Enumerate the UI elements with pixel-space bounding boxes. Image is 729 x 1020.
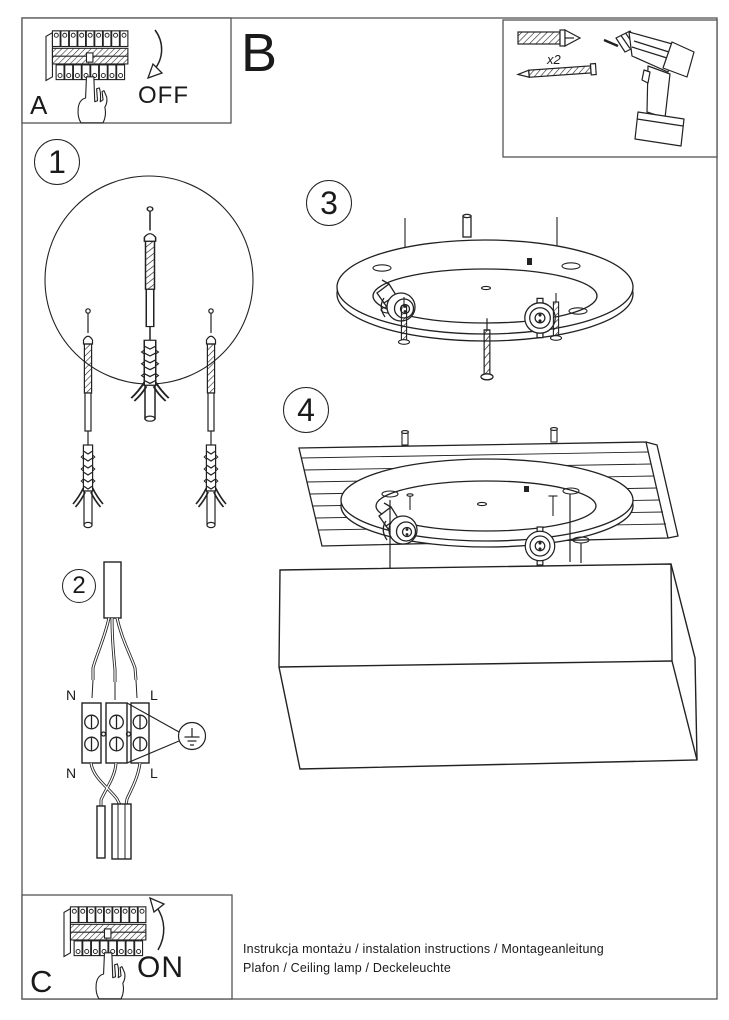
step1-number-badge: 1 bbox=[34, 139, 80, 185]
on-arrow-icon bbox=[148, 896, 166, 951]
panel-c-action-label: ON bbox=[137, 951, 184, 984]
terminal-l-bottom-label: L bbox=[150, 765, 158, 781]
panel-c-breaker-illustration bbox=[63, 896, 166, 1000]
terminal-l-top-label: L bbox=[150, 687, 158, 703]
step2-wiring-illustration bbox=[81, 561, 207, 860]
ground-symbol-icon bbox=[126, 702, 207, 764]
anchor-quantity-label: x2 bbox=[547, 52, 561, 67]
cable-wires bbox=[91, 617, 138, 700]
step2-number-badge: 2 bbox=[62, 569, 96, 603]
step4-number: 4 bbox=[297, 391, 315, 428]
step4-assembly-illustration bbox=[278, 427, 698, 770]
panel-a-action-label: OFF bbox=[138, 82, 189, 109]
main-border bbox=[21, 17, 718, 1000]
fastener-set-left bbox=[72, 307, 104, 529]
footer-line2: Plafon / Ceiling lamp / Deckeleuchte bbox=[243, 960, 451, 975]
footer-text: Instrukcja montażu / instalation instruc… bbox=[243, 940, 604, 977]
step2-number: 2 bbox=[72, 572, 86, 599]
power-cable bbox=[103, 561, 122, 619]
cordless-drill-icon bbox=[603, 30, 695, 147]
fastener-set-center bbox=[130, 205, 170, 423]
output-wires bbox=[89, 762, 142, 807]
step1-fasteners-illustration bbox=[44, 175, 254, 529]
parts-box-illustration bbox=[516, 29, 695, 147]
off-arrow-icon bbox=[146, 29, 164, 80]
panel-a-breaker-illustration bbox=[45, 29, 164, 124]
step3-number-badge: 3 bbox=[306, 180, 352, 226]
fastener-set-right bbox=[195, 307, 227, 529]
square-shade-box bbox=[278, 563, 698, 770]
mounting-screw-icon bbox=[516, 62, 597, 78]
step4-number-badge: 4 bbox=[283, 387, 329, 433]
step3-mounting-plate-illustration bbox=[336, 213, 634, 381]
wall-plug-icon bbox=[517, 29, 582, 47]
section-b-label: B bbox=[241, 23, 278, 83]
round-plate bbox=[340, 458, 634, 568]
footer-line1: Instrukcja montażu / instalation instruc… bbox=[243, 942, 604, 956]
panel-a-label: A bbox=[30, 90, 48, 120]
output-cable bbox=[111, 803, 132, 860]
terminal-n-top-label: N bbox=[66, 687, 77, 703]
step3-number: 3 bbox=[320, 184, 338, 221]
ground-sleeve bbox=[96, 805, 106, 859]
panel-c-label: C bbox=[30, 964, 53, 999]
terminal-block bbox=[81, 702, 150, 764]
step1-number: 1 bbox=[48, 143, 66, 180]
terminal-n-bottom-label: N bbox=[66, 765, 77, 781]
